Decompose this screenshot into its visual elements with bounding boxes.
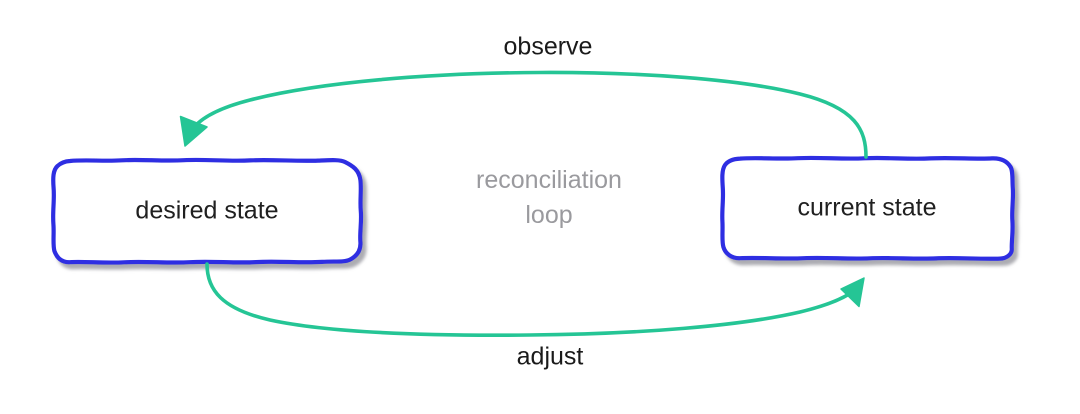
node-current-state-border <box>720 155 1016 261</box>
edge-adjust-label: adjust <box>517 343 584 371</box>
node-current-state[interactable]: current state <box>720 155 1016 261</box>
center-note-line-1: reconciliation <box>476 166 622 194</box>
center-note: reconciliation loop <box>476 166 622 229</box>
node-desired-state-label: desired state <box>135 197 278 225</box>
edge-observe[interactable]: observe <box>179 33 868 159</box>
edge-observe-label: observe <box>504 33 593 61</box>
edge-observe-arrowhead <box>179 115 208 147</box>
node-desired-state[interactable]: desired state <box>51 157 364 265</box>
edge-adjust[interactable]: adjust <box>205 262 865 371</box>
node-desired-state-border <box>51 157 364 265</box>
edge-observe-line <box>188 70 868 159</box>
center-note-line-2: loop <box>525 201 572 229</box>
edge-adjust-line <box>205 262 859 337</box>
edge-adjust-arrowhead <box>840 277 865 308</box>
node-current-state-label: current state <box>798 194 937 222</box>
